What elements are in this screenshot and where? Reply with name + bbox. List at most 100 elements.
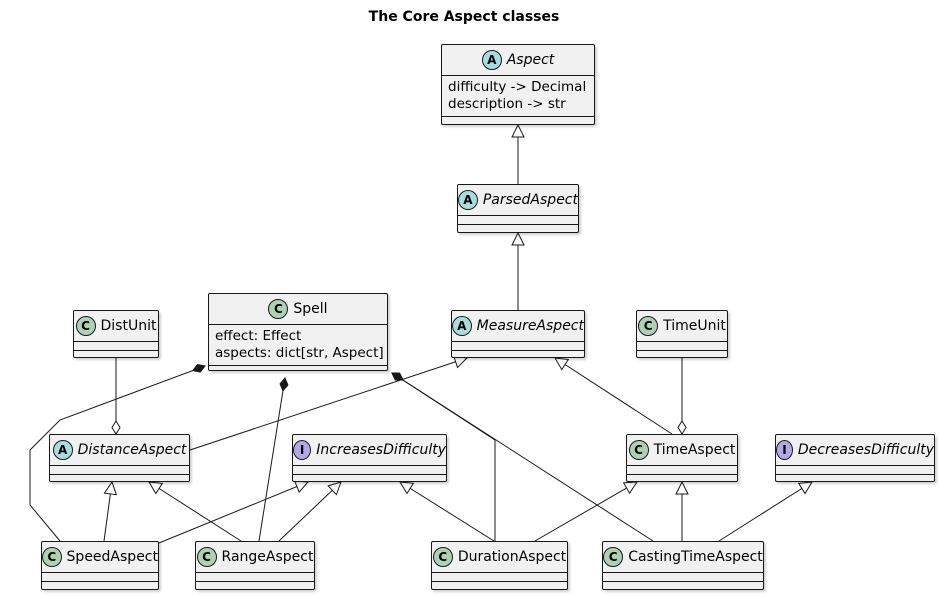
inheritance-arrowhead: [511, 231, 525, 246]
relation-composition: [29, 363, 206, 542]
class-methods: [50, 474, 189, 483]
class-name: Spell: [293, 301, 328, 317]
stereotype-badge-icon: C: [268, 299, 289, 319]
class-name: IncreasesDifficulty: [316, 442, 446, 458]
inheritance-arrowhead: [622, 481, 638, 495]
class-name: MeasureAspect: [476, 318, 584, 334]
inheritance-arrowhead: [103, 480, 118, 496]
class-attributes: [293, 465, 446, 474]
class-methods: [452, 350, 584, 359]
class-name: ParsedAspect: [482, 192, 578, 208]
inheritance-arrowhead: [511, 123, 525, 138]
class-attributes: [637, 341, 727, 350]
stereotype-badge-icon: C: [638, 316, 659, 336]
relation-composition: [258, 377, 289, 542]
class-methods: [209, 365, 387, 374]
class-methods: [627, 474, 737, 483]
relation-implements: [158, 480, 310, 544]
relation-extends: [103, 480, 118, 542]
class-methods: [603, 581, 763, 590]
stereotype-badge-icon: C: [75, 316, 96, 336]
class-name: SpeedAspect: [66, 549, 158, 565]
relation-extends: [554, 357, 673, 435]
class-name: CastingTimeAspect: [628, 549, 763, 565]
class-methods: [458, 224, 578, 233]
class-attributes: [776, 465, 934, 474]
class-name: DistanceAspect: [77, 442, 187, 458]
class-attribute: difficulty -> Decimal: [448, 79, 587, 95]
class-name: TimeUnit: [663, 318, 726, 334]
class-attributes: [603, 572, 763, 581]
class-name: RangeAspect: [221, 549, 314, 565]
inheritance-arrowhead: [148, 481, 164, 495]
stereotype-badge-icon: C: [42, 547, 62, 567]
stereotype-badge-icon: C: [628, 440, 649, 460]
relation-implements: [278, 481, 342, 542]
class-methods: [42, 581, 158, 590]
class-attributes: [432, 572, 567, 581]
relation-implements: [718, 481, 813, 542]
stereotype-badge-icon: C: [603, 547, 624, 567]
composition-diamond: [391, 372, 404, 381]
class-attributes: [452, 341, 584, 350]
class-methods: [74, 350, 158, 359]
stereotype-badge-icon: I: [776, 440, 793, 460]
stereotype-badge-icon: A: [452, 316, 472, 336]
class-methods: [637, 350, 727, 359]
class-attributes: [74, 341, 158, 350]
relation-aggregation: [111, 358, 121, 435]
relation-extends: [534, 481, 638, 542]
class-name: DecreasesDifficulty: [797, 442, 934, 458]
composition-diamond: [279, 377, 289, 392]
stereotype-badge-icon: I: [293, 440, 312, 460]
diagram-title: The Core Aspect classes: [368, 9, 560, 25]
relation-extends: [148, 481, 242, 542]
class-methods: [293, 474, 446, 483]
inheritance-arrowhead: [399, 481, 415, 495]
class-name: Aspect: [506, 52, 555, 68]
class-methods: [776, 474, 934, 483]
aggregation-diamond: [677, 420, 687, 435]
inheritance-arrowhead: [554, 357, 570, 371]
class-methods: [196, 581, 314, 590]
inheritance-arrowhead: [675, 480, 689, 495]
class-attribute: aspects: dict[str, Aspect]: [215, 345, 384, 361]
class-attributes: [50, 465, 189, 474]
composition-diamond: [191, 363, 206, 373]
class-name: DistUnit: [100, 318, 157, 334]
class-name: DurationAspect: [457, 549, 567, 565]
class-attribute: description -> str: [448, 96, 566, 112]
inheritance-arrowhead: [797, 481, 813, 495]
stereotype-badge-icon: C: [196, 547, 217, 567]
inheritance-arrowhead: [327, 481, 342, 496]
stereotype-badge-icon: A: [458, 190, 478, 210]
